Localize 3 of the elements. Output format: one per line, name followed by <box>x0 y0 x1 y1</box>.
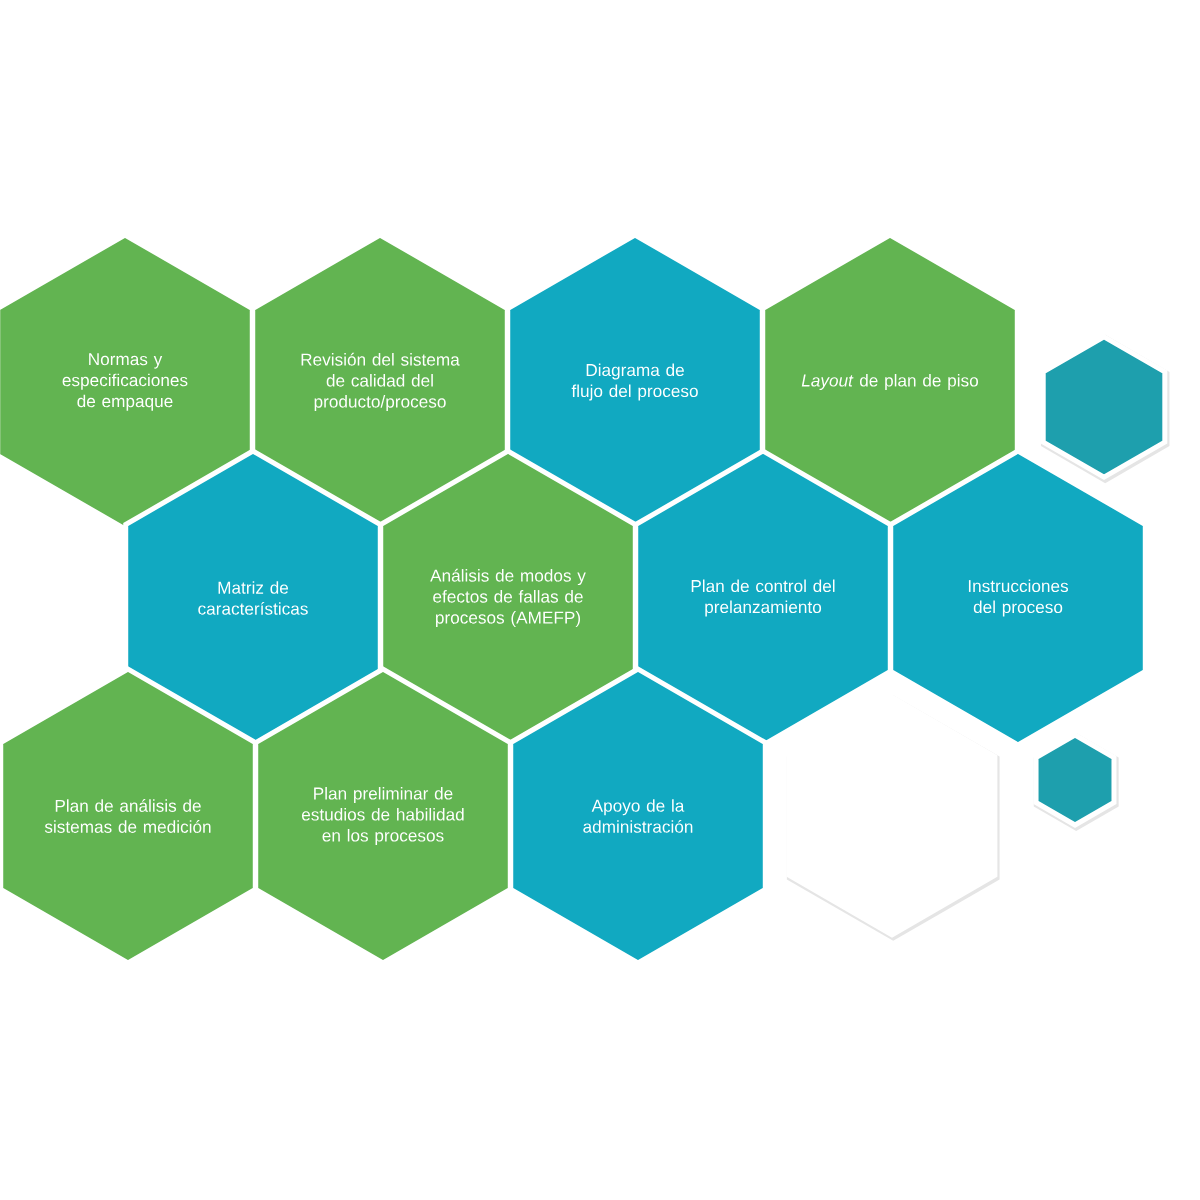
hexagon <box>786 694 1000 941</box>
hexagon: Instrucciones del proceso <box>888 448 1148 748</box>
hexagon <box>1033 732 1119 831</box>
